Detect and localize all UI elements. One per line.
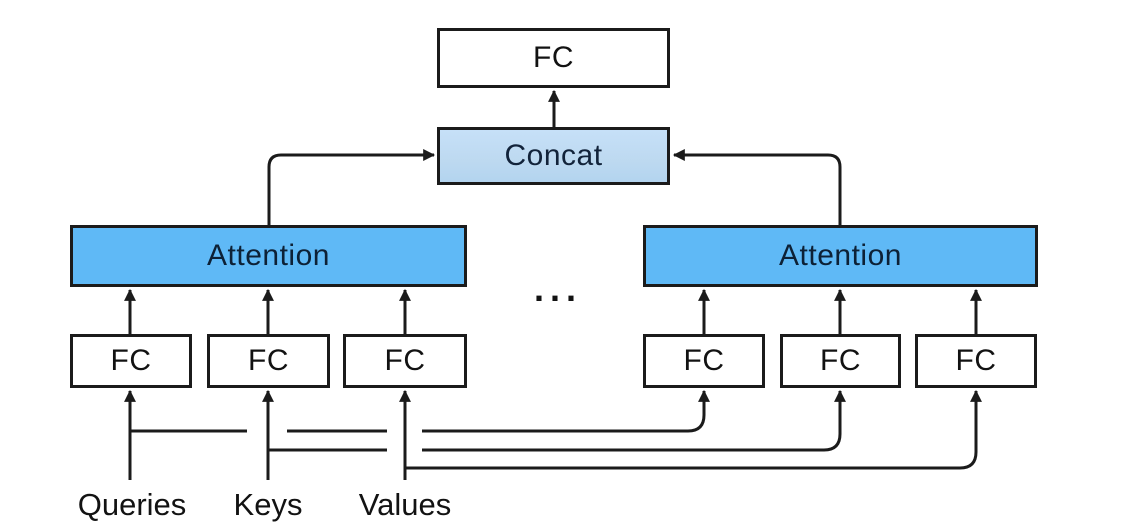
attention-head-left-box: Attention: [70, 225, 467, 287]
fc-projection-box-6: FC: [915, 334, 1037, 388]
values-branch-to-fc6: [405, 389, 982, 470]
fc-projection-box-1: FC: [70, 334, 192, 388]
fc-projection-label-2: FC: [248, 344, 289, 377]
attention-head-right-label: Attention: [779, 239, 902, 272]
fc-projection-label-6: FC: [955, 344, 997, 377]
fc-projection-label-1: FC: [110, 344, 152, 377]
fc-projection-label-3: FC: [384, 344, 426, 377]
fc-projection-label-5: FC: [820, 344, 861, 377]
concat-box: Concat: [437, 127, 670, 185]
attention-head-right-box: Attention: [643, 225, 1038, 287]
queries-branch-to-fc4: [130, 389, 710, 433]
fc-projection-box-2: FC: [207, 334, 330, 388]
queries-label: Queries: [77, 487, 187, 522]
queries-branch-arrow: [422, 389, 710, 433]
fc-projection-box-4: FC: [643, 334, 765, 388]
arrow-attention-right-to-concat: [672, 149, 842, 225]
fc-projection-box-5: FC: [780, 334, 901, 388]
fc-projection-label-4: FC: [683, 344, 725, 377]
fc-projection-box-3: FC: [343, 334, 467, 388]
concat-label: Concat: [504, 139, 603, 172]
output-fc-box: FC: [437, 28, 670, 88]
keys-label: Keys: [233, 487, 303, 522]
keys-branch-to-fc5: [268, 389, 846, 452]
keys-branch-arrow: [422, 389, 846, 452]
values-label: Values: [358, 487, 452, 522]
output-fc-label: FC: [533, 41, 574, 74]
more-heads-ellipsis: ...: [533, 268, 582, 309]
arrow-attention-left-to-concat: [267, 149, 436, 225]
attention-head-left-label: Attention: [207, 239, 330, 272]
